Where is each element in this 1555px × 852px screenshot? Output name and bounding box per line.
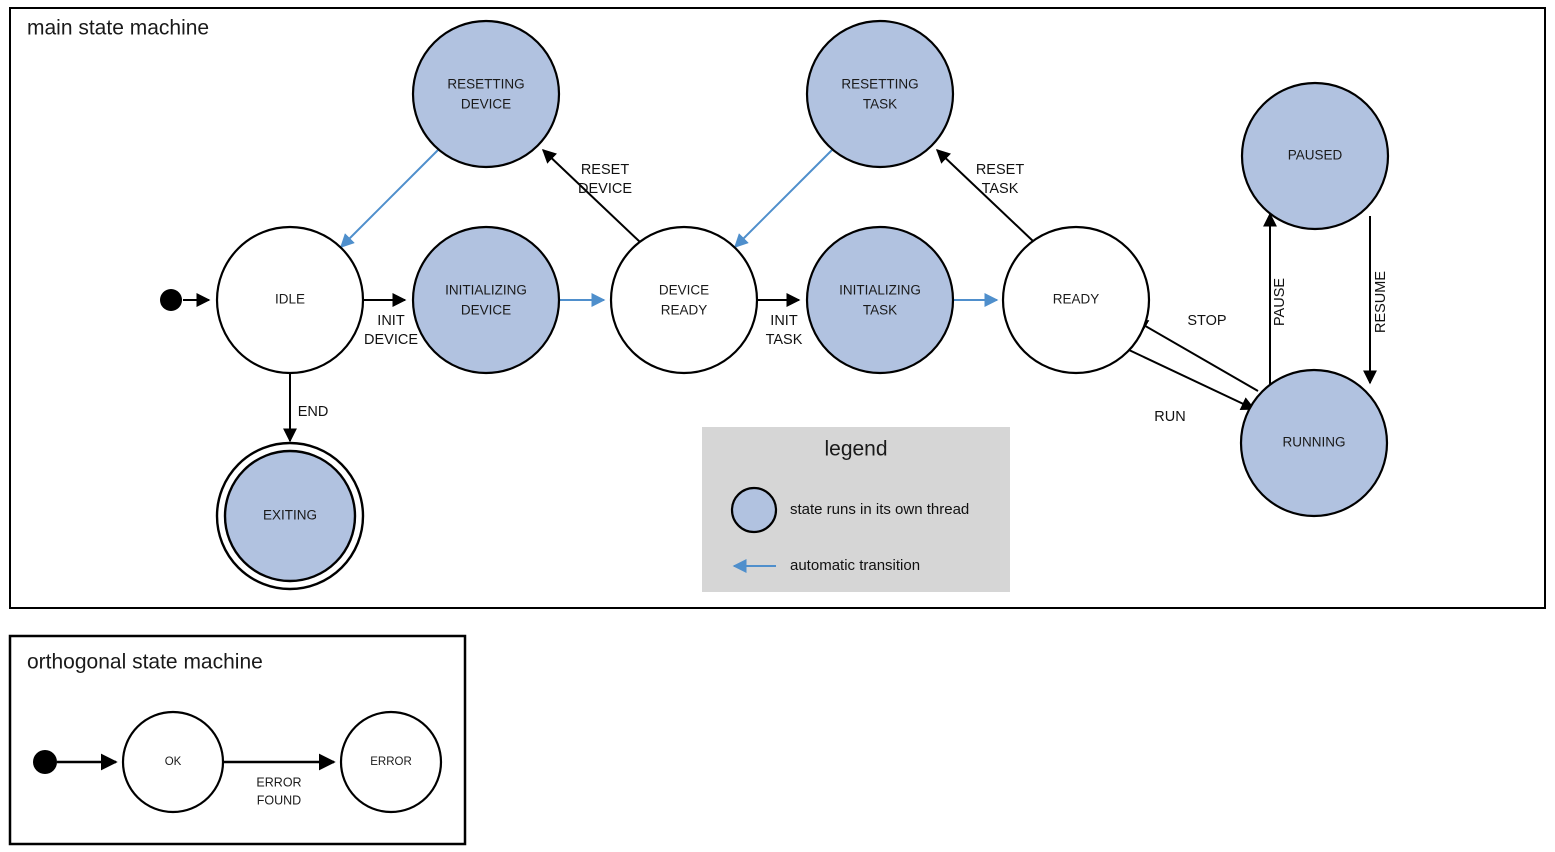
state-label-running: RUNNING	[1283, 435, 1346, 450]
transition-label-init-task-line2: TASK	[766, 332, 803, 348]
initial-state-marker	[160, 289, 182, 311]
state-paused[interactable]: PAUSED	[1240, 81, 1390, 231]
transition-label-reset-device-line1: RESET	[581, 162, 629, 178]
state-error[interactable]: ERROR	[339, 710, 443, 814]
state-label-initializing-task-line2: TASK	[863, 303, 897, 318]
transition-label-init-device-line2: DEVICE	[364, 332, 418, 348]
transition-running-to-ready: STOP	[1133, 313, 1259, 392]
state-label-paused: PAUSED	[1288, 148, 1343, 163]
state-ok[interactable]: OK	[121, 710, 225, 814]
state-label-resetting-device-line1: RESETTING	[447, 77, 524, 92]
orthogonal-state-machine-title: orthogonal state machine	[27, 651, 263, 674]
state-label-device-ready-line2: READY	[661, 303, 708, 318]
transition-label-reset-device-line2: DEVICE	[578, 181, 632, 197]
state-ready[interactable]: READY	[1001, 225, 1151, 375]
transition-ready-to-resetting-task: RESET TASK	[935, 149, 1035, 243]
transition-resetting-task-to-device-ready	[734, 149, 833, 248]
transition-device-ready-to-initializing-task: INIT TASK	[757, 293, 803, 348]
state-label-resetting-task-line2: TASK	[863, 97, 897, 112]
legend-item-auto-label: automatic transition	[790, 557, 920, 574]
state-label-resetting-device-line2: DEVICE	[461, 97, 511, 112]
legend-title: legend	[824, 438, 887, 461]
legend: legend state runs in its own thread auto…	[702, 427, 1010, 592]
state-label-ready: READY	[1053, 292, 1100, 307]
state-label-ok: OK	[165, 756, 182, 768]
transition-resetting-device-to-idle	[340, 149, 439, 248]
main-state-machine-title: main state machine	[27, 17, 209, 40]
state-device-ready[interactable]: DEVICE READY	[609, 225, 759, 375]
transition-idle-to-initializing-device: INIT DEVICE	[363, 293, 418, 348]
transition-paused-to-running: RESUME	[1363, 216, 1389, 385]
transition-device-ready-to-resetting-device: RESET DEVICE	[541, 149, 641, 243]
transition-running-to-paused: PAUSE	[1263, 212, 1288, 385]
transition-label-pause: PAUSE	[1272, 278, 1288, 326]
transition-label-end: END	[298, 404, 329, 420]
transition-label-resume: RESUME	[1373, 271, 1389, 333]
state-running[interactable]: RUNNING	[1239, 368, 1389, 518]
transition-label-init-device-line1: INIT	[377, 313, 405, 329]
state-resetting-task[interactable]: RESETTING TASK	[805, 19, 955, 169]
ortho-initial-state-marker	[33, 750, 57, 774]
state-initializing-device[interactable]: INITIALIZING DEVICE	[411, 225, 561, 375]
transition-ok-to-error: ERROR FOUND	[223, 753, 336, 807]
state-label-initializing-task-line1: INITIALIZING	[839, 283, 921, 298]
transition-ready-to-running: RUN	[1128, 349, 1256, 425]
state-label-initializing-device-line1: INITIALIZING	[445, 283, 527, 298]
state-label-error: ERROR	[370, 756, 412, 768]
state-label-resetting-task-line1: RESETTING	[841, 77, 918, 92]
transition-label-error-found-line2: FOUND	[257, 793, 301, 807]
transition-label-run: RUN	[1154, 409, 1185, 425]
legend-item-thread-label: state runs in its own thread	[790, 501, 969, 518]
state-exiting[interactable]: EXITING	[215, 441, 365, 591]
transition-idle-to-exiting: END	[283, 373, 329, 443]
state-label-device-ready-line1: DEVICE	[659, 283, 709, 298]
transition-label-error-found-line1: ERROR	[256, 775, 301, 789]
legend-thread-swatch-icon	[730, 486, 778, 534]
state-initializing-task[interactable]: INITIALIZING TASK	[805, 225, 955, 375]
state-resetting-device[interactable]: RESETTING DEVICE	[411, 19, 561, 169]
state-label-initializing-device-line2: DEVICE	[461, 303, 511, 318]
transition-label-reset-task-line2: TASK	[982, 181, 1019, 197]
state-idle[interactable]: IDLE	[215, 225, 365, 375]
state-label-idle: IDLE	[275, 292, 305, 307]
transition-label-init-task-line1: INIT	[770, 313, 798, 329]
transition-label-stop: STOP	[1187, 313, 1226, 329]
state-label-exiting: EXITING	[263, 508, 317, 523]
transition-label-reset-task-line1: RESET	[976, 162, 1024, 178]
